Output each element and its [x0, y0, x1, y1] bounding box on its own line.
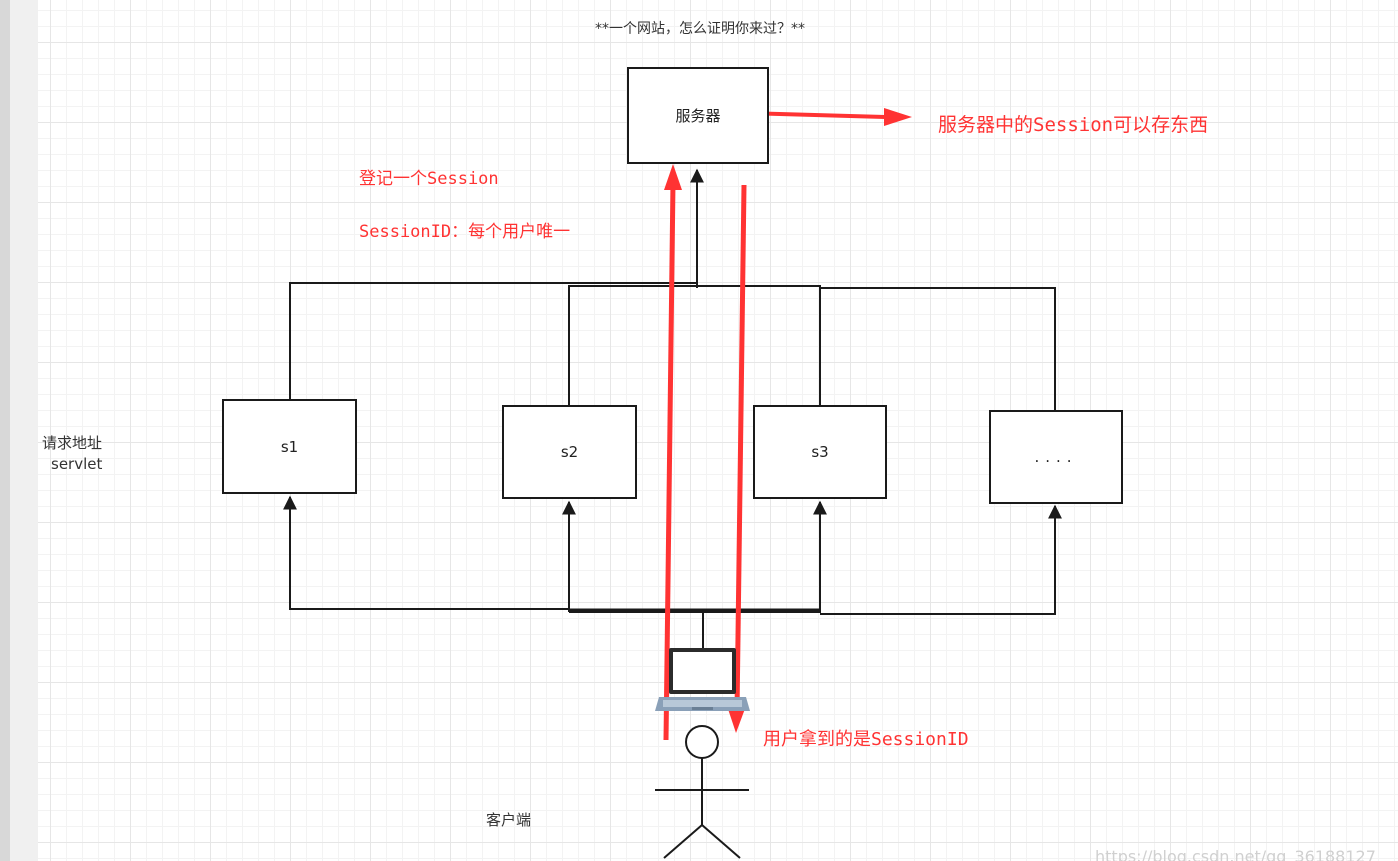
servlet-s2-label: s2	[560, 443, 579, 461]
annotation-session-id-unique: SessionID：每个用户唯一	[359, 222, 571, 242]
connector-more-server	[820, 287, 1056, 411]
servlet-s1-label: s1	[280, 437, 299, 456]
red-arrowhead-right	[884, 108, 912, 126]
left-scrollbar[interactable]	[0, 0, 10, 861]
red-arrowhead-up	[664, 164, 682, 190]
laptop-icon	[655, 648, 750, 711]
servlet-s1-node[interactable]: s1	[222, 399, 357, 494]
connector-client-more	[820, 504, 1062, 615]
person-icon	[655, 725, 749, 859]
connector-s2-server	[568, 285, 821, 405]
side-label-line2: servlet	[51, 455, 103, 473]
client-connectors	[283, 495, 1062, 648]
red-arrow-up-to-server	[663, 181, 676, 741]
watermark: https://blog.csdn.net/qq_36188127	[1095, 847, 1376, 861]
servlet-s3-label: s3	[811, 443, 829, 461]
servlet-more-node[interactable]: ....	[989, 410, 1123, 504]
servlet-more-label: ....	[1034, 448, 1078, 466]
servlet-s3-node[interactable]: s3	[753, 405, 887, 499]
annotation-user-gets: 用户拿到的是SessionID	[763, 729, 969, 750]
server-node[interactable]: 服务器	[627, 67, 769, 164]
connector-s1-server	[289, 282, 698, 400]
side-label-line1: 请求地址	[42, 434, 103, 452]
connector-client-s3	[569, 500, 827, 613]
servlet-s2-node[interactable]: s2	[502, 405, 637, 499]
server-connectors	[289, 168, 1056, 411]
annotation-server-store: 服务器中的Session可以存东西	[938, 114, 1209, 136]
connector-client-s1	[283, 495, 570, 610]
diagram-title: **一个网站，怎么证明你来过？**	[595, 21, 805, 37]
client-label: 客户端	[486, 811, 532, 829]
server-node-label: 服务器	[675, 107, 721, 125]
red-arrow-down-to-user	[734, 184, 747, 713]
red-arrowhead-down	[727, 706, 746, 733]
red-arrows	[663, 108, 912, 741]
annotation-register: 登记一个Session	[359, 169, 499, 189]
